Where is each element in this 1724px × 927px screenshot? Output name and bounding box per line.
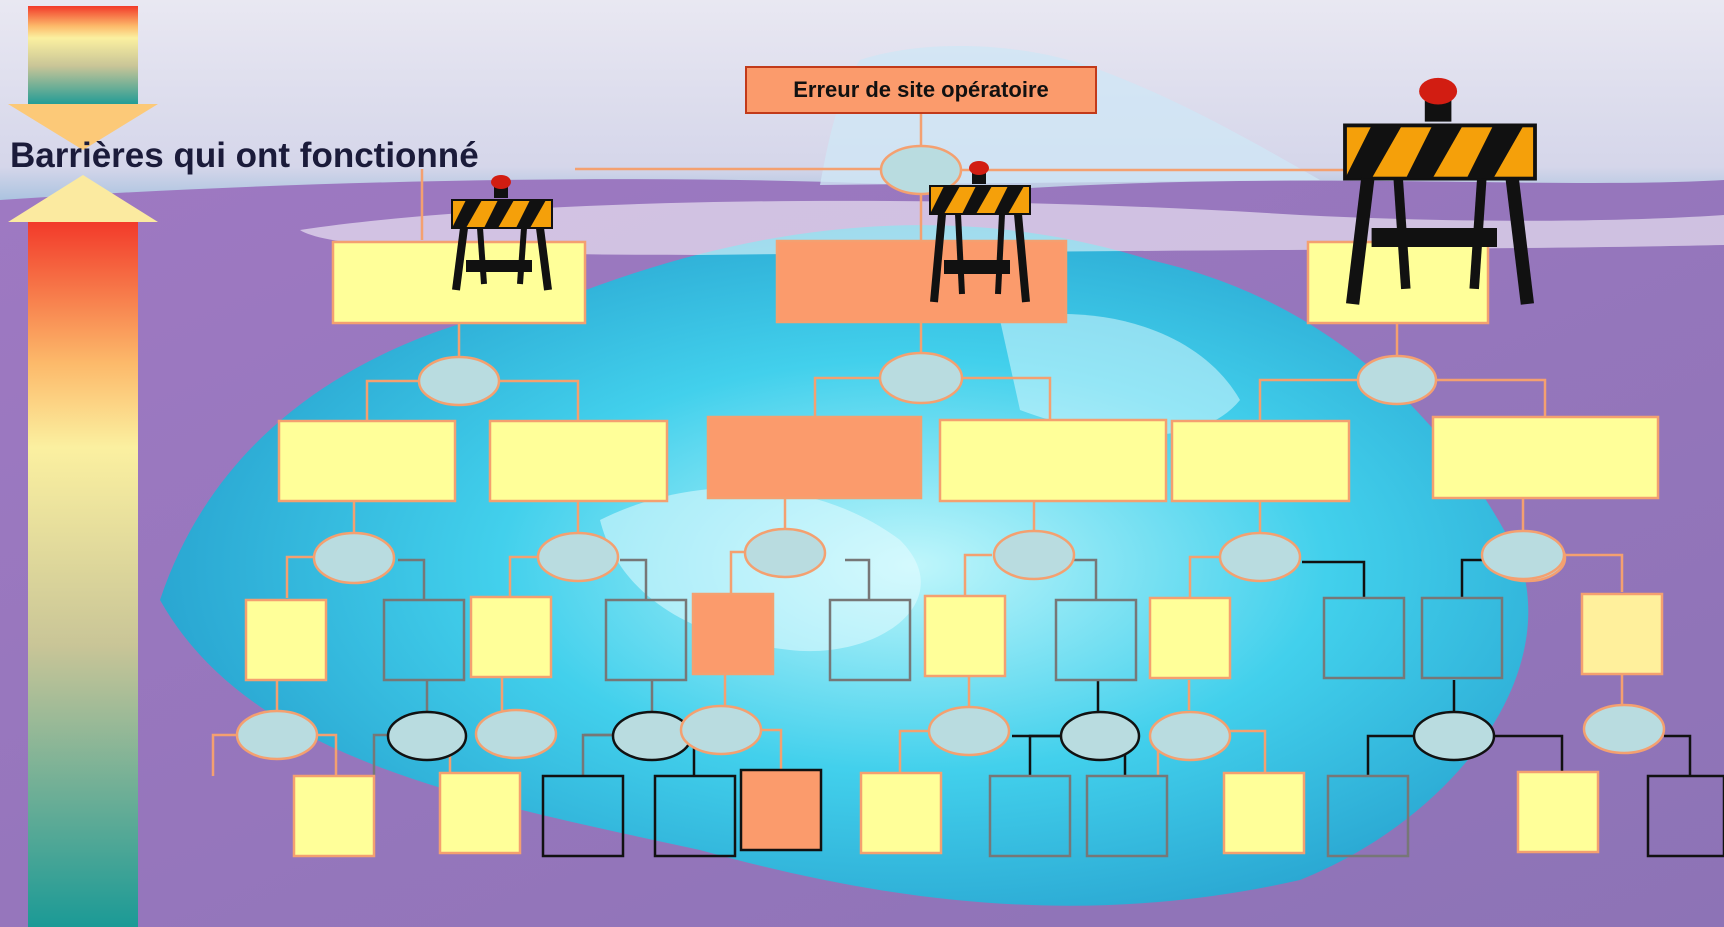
open-box xyxy=(604,598,688,682)
open-box xyxy=(541,774,625,858)
road-barrier-icon xyxy=(1343,77,1537,305)
open-box xyxy=(1054,598,1138,682)
open-box xyxy=(1646,774,1724,858)
barrier-label: Barrières qui ont fonctionné xyxy=(10,136,479,175)
gate xyxy=(878,351,964,405)
fault-box xyxy=(739,768,823,852)
barrier-box xyxy=(438,771,522,855)
barrier-box xyxy=(1170,419,1351,503)
open-box xyxy=(653,774,737,858)
gate xyxy=(679,704,763,756)
open-box xyxy=(1322,596,1406,680)
level-4-boxes xyxy=(292,768,1724,858)
gate xyxy=(474,708,558,760)
open-box xyxy=(1085,774,1169,858)
gate xyxy=(992,529,1076,581)
gate xyxy=(927,705,1011,757)
gate xyxy=(1059,710,1141,762)
open-box xyxy=(382,598,466,682)
barrier-box xyxy=(469,595,553,679)
gate xyxy=(417,355,501,407)
barrier-box xyxy=(1516,770,1600,854)
barrier-box xyxy=(923,594,1007,678)
gate xyxy=(1480,529,1566,581)
open-box xyxy=(828,598,912,682)
top-event-box: Erreur de site opératoire xyxy=(745,66,1097,114)
barrier-box xyxy=(938,418,1168,503)
level-2-boxes xyxy=(277,415,1660,503)
gates xyxy=(235,144,1666,762)
fault-box xyxy=(706,415,923,500)
barrier-box xyxy=(1148,596,1232,680)
road-barrier-icon xyxy=(929,161,1031,303)
connector-lines xyxy=(211,114,1624,776)
barrier-box xyxy=(1222,771,1306,855)
barrier-box xyxy=(488,419,669,503)
barrier-box xyxy=(1306,240,1490,325)
gate xyxy=(1356,354,1438,406)
gate xyxy=(536,531,620,583)
road-barrier-icon xyxy=(451,175,553,291)
gate xyxy=(312,531,396,585)
barrier-box xyxy=(277,419,457,503)
open-box xyxy=(988,774,1072,858)
gate xyxy=(1148,710,1232,762)
fault-box xyxy=(691,592,775,676)
gate xyxy=(1582,703,1666,755)
gate xyxy=(743,527,827,579)
connector-lines-dark xyxy=(372,558,1692,776)
gate xyxy=(879,144,963,196)
level-3-boxes xyxy=(244,592,1664,682)
barrier-box xyxy=(244,598,328,682)
barrier-box xyxy=(1431,415,1660,500)
barrier-box xyxy=(1580,592,1664,676)
gate xyxy=(1218,531,1302,583)
gate xyxy=(386,710,468,762)
level-1-boxes xyxy=(331,239,1490,325)
gate xyxy=(235,709,319,761)
vertical-gradient-arrow-icon xyxy=(8,6,158,927)
open-box xyxy=(1420,596,1504,680)
open-box xyxy=(1326,774,1410,858)
gate xyxy=(611,710,693,762)
barrier-box xyxy=(859,771,943,855)
top-event-label: Erreur de site opératoire xyxy=(793,77,1049,102)
barrier-box xyxy=(292,774,376,858)
gate xyxy=(1412,710,1496,762)
